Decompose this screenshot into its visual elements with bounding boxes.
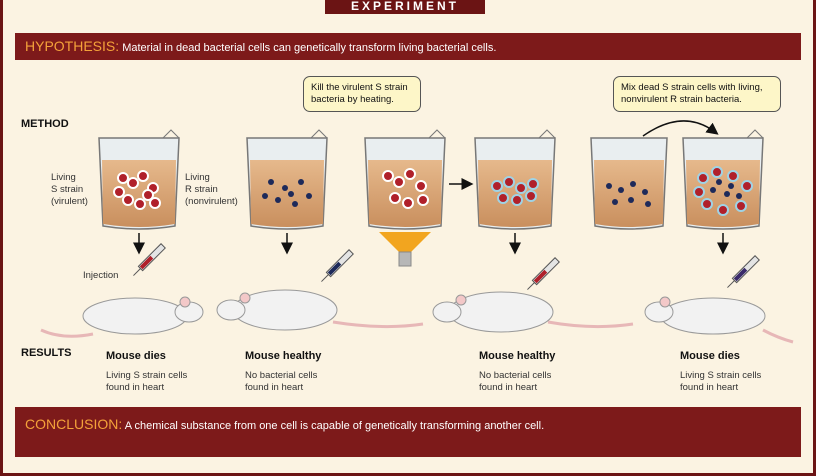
r-strain-mix-bacteria-icon bbox=[606, 181, 651, 207]
r-strain-line1: Living bbox=[185, 172, 210, 183]
result-2-line1: No bacterial cells bbox=[245, 370, 318, 381]
experiment-banner: EXPERIMENT bbox=[325, 0, 485, 14]
syringe-icon bbox=[727, 255, 760, 288]
result-4-line1: Living S strain cells bbox=[680, 370, 762, 381]
s-strain-bacteria-icon bbox=[113, 170, 161, 210]
heated-s-strain-bacteria-icon bbox=[382, 168, 429, 209]
mouse-icon bbox=[40, 296, 204, 338]
result-1-title: Mouse dies bbox=[106, 350, 166, 362]
mouse-icon bbox=[216, 289, 424, 331]
r-strain-bacteria-icon bbox=[262, 179, 312, 207]
syringe-icon bbox=[321, 249, 354, 282]
hypothesis-bar: HYPOTHESIS: Material in dead bacterial c… bbox=[15, 33, 801, 60]
s-strain-line1: Living bbox=[51, 172, 76, 183]
result-2-detail: No bacterial cells found in heart bbox=[245, 370, 317, 394]
beaker-dead-s-strain bbox=[474, 129, 556, 230]
method-label: METHOD bbox=[21, 118, 69, 130]
s-strain-line2: S strain bbox=[51, 184, 84, 195]
result-4-title: Mouse dies bbox=[680, 350, 740, 362]
flow-arrows bbox=[133, 120, 729, 255]
result-4-detail: Living S strain cells found in heart bbox=[680, 370, 761, 394]
s-strain-label: Living S strain (virulent) bbox=[51, 172, 88, 208]
hypothesis-lead: HYPOTHESIS: bbox=[25, 38, 120, 54]
conclusion-lead: CONCLUSION: bbox=[25, 416, 123, 432]
results-label: RESULTS bbox=[21, 347, 72, 359]
mouse-icon bbox=[644, 296, 794, 344]
result-3-title: Mouse healthy bbox=[479, 350, 556, 362]
mouse-icon bbox=[432, 291, 634, 333]
beaker-r-strain-mix bbox=[590, 137, 668, 230]
callout-kill: Kill the virulent S strain bacteria by h… bbox=[303, 76, 421, 112]
result-2-title: Mouse healthy bbox=[245, 350, 322, 362]
result-1-line2: found in heart bbox=[106, 382, 165, 393]
result-1-detail: Living S strain cells found in heart bbox=[106, 370, 187, 394]
beaker-heated-s-strain bbox=[364, 129, 446, 230]
callout-mix: Mix dead S strain cells with living, non… bbox=[613, 76, 781, 112]
syringe-icon bbox=[527, 257, 560, 290]
dead-s-strain-bacteria-icon bbox=[491, 176, 539, 206]
experiment-illustration bbox=[40, 120, 794, 344]
r-strain-line3: (nonvirulent) bbox=[185, 196, 238, 207]
result-4-line2: found in heart bbox=[680, 382, 739, 393]
s-strain-line3: (virulent) bbox=[51, 196, 88, 207]
conclusion-text: A chemical substance from one cell is ca… bbox=[124, 420, 545, 432]
injection-label: Injection bbox=[83, 270, 119, 281]
beaker-r-strain bbox=[246, 129, 328, 230]
result-2-line2: found in heart bbox=[245, 382, 304, 393]
r-strain-label: Living R strain (nonvirulent) bbox=[185, 172, 238, 208]
result-3-detail: No bacterial cells found in heart bbox=[479, 370, 551, 394]
result-3-line1: No bacterial cells bbox=[479, 370, 552, 381]
conclusion-bar: CONCLUSION: A chemical substance from on… bbox=[15, 407, 801, 457]
r-strain-line2: R strain bbox=[185, 184, 218, 195]
result-3-line2: found in heart bbox=[479, 382, 538, 393]
syringe-icon bbox=[133, 243, 166, 276]
burner-icon bbox=[379, 232, 431, 267]
mixed-bacteria-icon bbox=[693, 166, 753, 216]
result-1-line1: Living S strain cells bbox=[106, 370, 188, 381]
hypothesis-text: Material in dead bacterial cells can gen… bbox=[122, 42, 497, 54]
